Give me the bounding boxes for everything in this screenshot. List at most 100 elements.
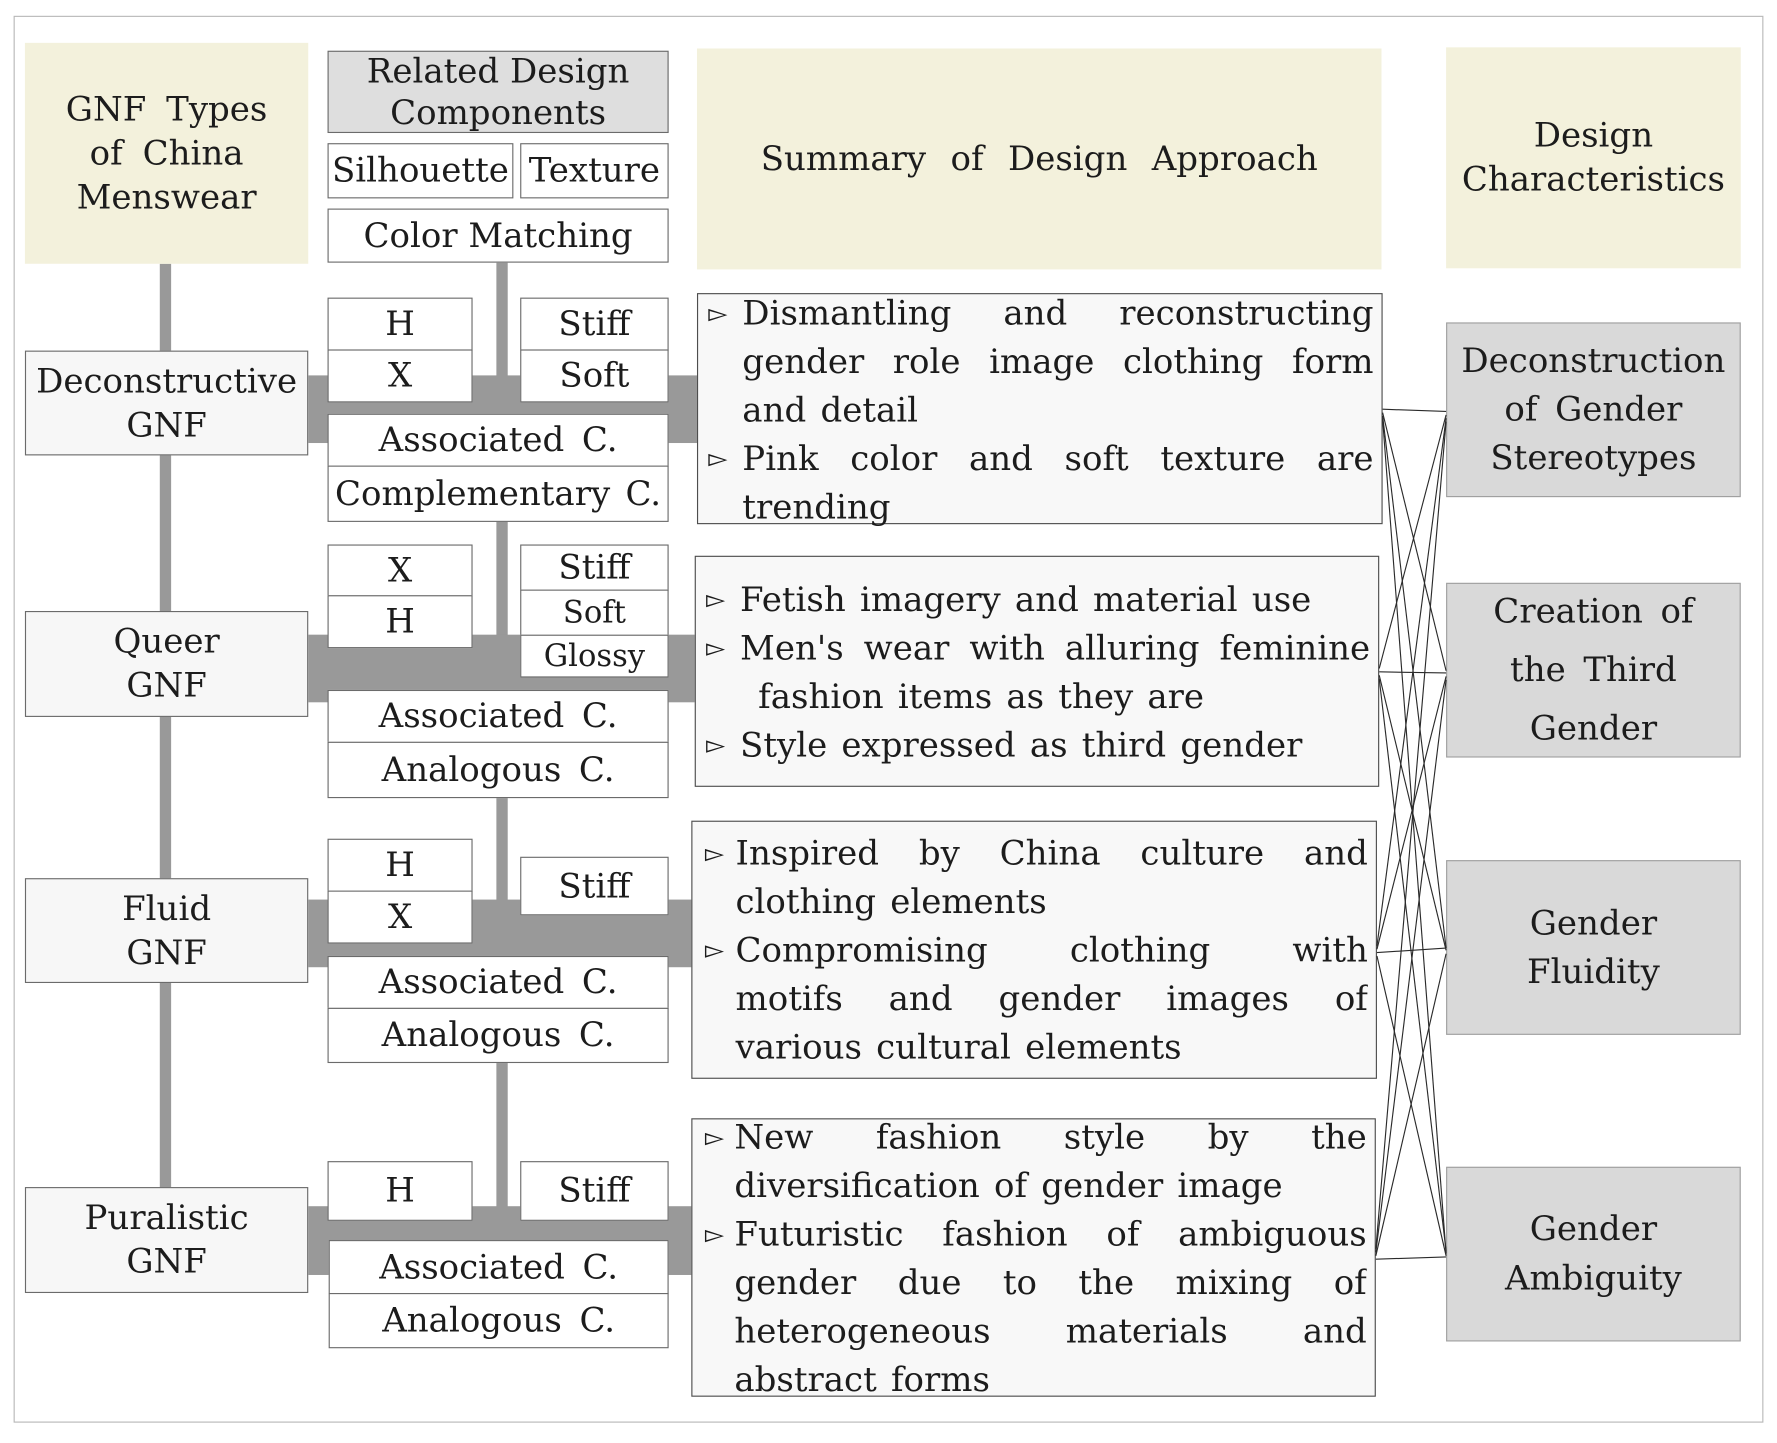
- characteristic-label: Gender: [1529, 903, 1658, 943]
- bullet-icon: ▻: [704, 1123, 725, 1153]
- link-summary-1-characteristic-2: [1382, 412, 1447, 671]
- link-summary-4-characteristic-4: [1375, 1256, 1447, 1260]
- characteristic-label: Fluidity: [1527, 952, 1660, 992]
- characteristics-header: Design Characteristics: [1446, 47, 1741, 269]
- silhouette-cell: X: [327, 349, 473, 403]
- summary-line: ▻ Futuristic fashion of ambiguous: [705, 1211, 1367, 1259]
- summary-lines: ▻ New fashion style by the diversificatio…: [705, 1114, 1367, 1405]
- silhouette-cell: X: [327, 544, 473, 597]
- color-matching-cell: Associated C.: [327, 689, 669, 743]
- summary-line: various cultural elements: [705, 1024, 1368, 1072]
- gnf-type-label: Queer: [113, 622, 220, 662]
- link-summary-1-characteristic-3: [1382, 415, 1447, 949]
- color-matching-cell: Associated C.: [327, 955, 669, 1009]
- link-summary-3-characteristic-1: [1376, 418, 1447, 946]
- summary-text: abstract forms: [734, 1360, 990, 1401]
- summary-text: Fetish imagery and material use: [740, 580, 1312, 621]
- texture-cell: Soft: [520, 589, 669, 636]
- texture-cell: Glossy: [520, 634, 669, 678]
- silhouette-cell: H: [327, 595, 473, 649]
- color-matching-cell: Associated C.: [328, 1240, 669, 1295]
- summary-box-queer: ▻ Fetish imagery and material use ▻ Men's …: [694, 555, 1380, 787]
- summary-line: ▻ Inspired by China culture and: [705, 830, 1368, 878]
- header-line: Components: [390, 93, 607, 133]
- color-matching-header: Color Matching: [327, 208, 669, 263]
- gnf-type-label: Puralistic: [84, 1198, 249, 1238]
- texture-cell: Stiff: [520, 1161, 669, 1221]
- link-summary-3-characteristic-4: [1376, 955, 1447, 1256]
- texture-cell: Stiff: [520, 297, 669, 351]
- characteristic-label: Ambiguity: [1504, 1258, 1682, 1299]
- summary-lines: ▻ Dismantling and reconstructing gender r…: [708, 290, 1373, 532]
- summary-line: and detail: [708, 387, 1373, 435]
- summary-text: Men's wear with alluring feminine: [740, 629, 1371, 669]
- gnf-type-deconstructive: Deconstructive GNF: [24, 350, 309, 456]
- summary-line: ▻ Dismantling and reconstructing: [708, 290, 1373, 338]
- gnf-type-queer: Queer GNF: [24, 610, 309, 717]
- summary-lines: ▻ Fetish imagery and material use ▻ Men's …: [706, 576, 1370, 770]
- characteristic-label: Gender: [1529, 708, 1658, 748]
- summary-text: Dismantling and reconstructing: [742, 294, 1374, 334]
- characteristic-label: Creation of: [1493, 591, 1694, 631]
- outer-frame: [13, 15, 1764, 1423]
- texture-cell: Soft: [520, 349, 669, 403]
- characteristic-label: the Third: [1510, 649, 1677, 690]
- silhouette-cell: X: [327, 890, 473, 944]
- summary-box-fluid: ▻ Inspired by China culture and clothing …: [691, 820, 1377, 1079]
- summary-text: Inspired by China culture and: [735, 834, 1368, 874]
- header-line: Characteristics: [1461, 160, 1725, 200]
- summary-text: New fashion style by the: [734, 1118, 1367, 1158]
- silhouette-cell: H: [327, 838, 473, 892]
- texture-header: Texture: [520, 143, 669, 199]
- gnf-type-label: GNF: [126, 1242, 207, 1282]
- characteristic-box-third-gender: Creation of the Third Gender: [1446, 582, 1741, 758]
- summary-line: abstract forms: [705, 1356, 1367, 1404]
- characteristic-label: of Gender: [1504, 390, 1683, 430]
- bullet-icon: ▻: [706, 731, 726, 760]
- link-summary-4-characteristic-1: [1375, 421, 1447, 1250]
- summary-line: ▻Compromising clothing with: [705, 927, 1368, 975]
- link-summary-4-characteristic-3: [1375, 953, 1447, 1256]
- summary-text: Futuristic fashion of ambiguous: [734, 1215, 1367, 1255]
- gnf-types-header: GNF Types of China Menswear: [24, 42, 309, 264]
- summary-text: motifs and gender images of: [735, 979, 1368, 1020]
- gnf-type-label: GNF: [126, 405, 207, 445]
- summary-line: trending: [708, 484, 1373, 532]
- bullet-icon: ▻: [704, 839, 725, 869]
- bullet-icon: ▻: [706, 586, 726, 615]
- color-matching-cell: Complementary C.: [327, 465, 669, 522]
- summary-text: diversification of gender image: [734, 1166, 1283, 1207]
- summary-text: gender due to the mixing of: [734, 1263, 1367, 1304]
- color-matching-cell: Analogous C.: [327, 741, 669, 799]
- header-line: of China: [89, 133, 244, 174]
- summary-line: heterogeneous materials and: [705, 1308, 1367, 1356]
- summary-text: various cultural elements: [735, 1028, 1182, 1068]
- gnf-type-label: GNF: [126, 932, 207, 973]
- summary-text: gender role image clothing form: [742, 342, 1374, 383]
- header-line: GNF Types: [65, 89, 268, 130]
- summary-lines: ▻ Inspired by China culture and clothing …: [705, 830, 1368, 1072]
- link-summary-1-characteristic-1: [1382, 408, 1447, 413]
- gnf-type-label: GNF: [126, 666, 207, 706]
- bullet-icon: ▻: [704, 1220, 725, 1250]
- bullet-icon: ▻: [704, 936, 725, 965]
- summary-text: heterogeneous materials and: [734, 1312, 1367, 1352]
- summary-box-puralistic: ▻ New fashion style by the diversificatio…: [691, 1118, 1376, 1400]
- summary-text: clothing elements: [735, 882, 1047, 923]
- summary-line: gender due to the mixing of: [705, 1259, 1367, 1307]
- color-matching-cell: Analogous C.: [327, 1007, 669, 1064]
- summary-line: ▻Style expressed as third gender: [706, 721, 1370, 769]
- summary-line: fashion items as they are: [706, 673, 1370, 721]
- bullet-icon: ▻: [708, 299, 728, 329]
- link-summary-2-characteristic-4: [1378, 678, 1447, 1252]
- characteristic-label: Stereotypes: [1490, 438, 1697, 478]
- link-summary-4-characteristic-2: [1375, 679, 1447, 1253]
- bullet-icon: ▻: [708, 445, 728, 474]
- summary-line: diversification of gender image: [705, 1162, 1367, 1210]
- summary-header: Summary of Design Approach: [696, 48, 1382, 270]
- gnf-type-label: Deconstructive: [36, 361, 298, 401]
- header-line: Design: [1533, 116, 1654, 156]
- characteristic-label: Gender: [1529, 1209, 1658, 1249]
